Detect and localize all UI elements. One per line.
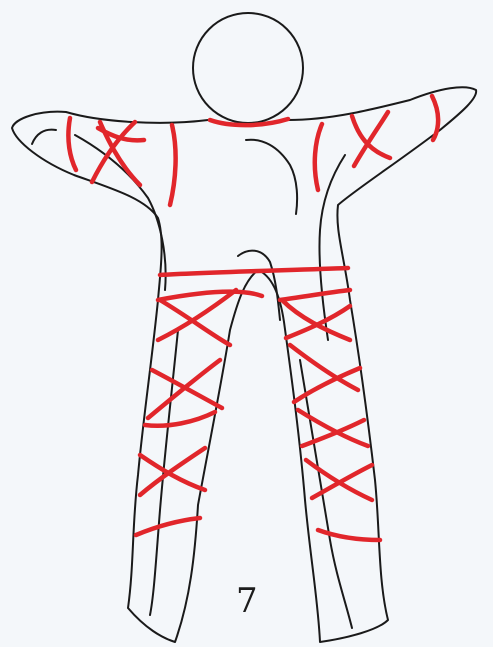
left-leg-thread	[152, 370, 222, 408]
right-leg-fold	[300, 360, 352, 628]
red-thread-wrapping	[68, 96, 438, 540]
hip-thread	[158, 292, 262, 300]
right-arm-thread	[432, 96, 438, 140]
right-leg-thread	[298, 410, 368, 446]
left-leg-thread	[148, 360, 220, 418]
right-arm-thread	[354, 112, 388, 166]
left-leg-thread	[160, 300, 230, 345]
hip-thread	[280, 290, 350, 300]
right-leg-thread	[318, 530, 380, 540]
doll-head	[193, 13, 303, 123]
left-arm-thread	[170, 125, 176, 205]
doll-body-outline	[12, 87, 476, 642]
left-hand-detail	[32, 130, 56, 144]
left-leg-thread	[136, 518, 200, 535]
left-arm-thread	[68, 118, 76, 170]
step-number: 7	[236, 584, 258, 618]
neck-fold	[246, 140, 297, 214]
doll-outline	[12, 13, 476, 642]
right-arm-thread	[315, 124, 322, 190]
